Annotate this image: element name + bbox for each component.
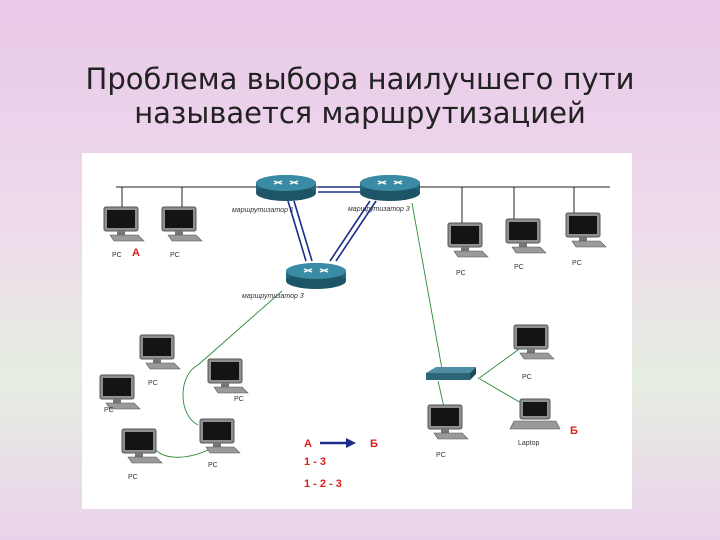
pc-bottom-right-1-label: PC bbox=[522, 374, 532, 381]
pc-top-right-1 bbox=[447, 222, 489, 258]
pc-ring-1-label: PC bbox=[148, 380, 158, 387]
pc-ring-3-label: PC bbox=[104, 407, 114, 414]
pc-top-left-2-label: PC bbox=[170, 252, 180, 259]
pc-a bbox=[103, 206, 145, 242]
pc-ring-4-label: PC bbox=[128, 474, 138, 481]
slide-title-line-2: называется маршрутизацией bbox=[134, 96, 586, 130]
pc-top-right-2 bbox=[505, 218, 547, 254]
laptop-label: Laptop bbox=[518, 440, 540, 447]
pc-top-right-3 bbox=[565, 212, 607, 248]
pc-top-right-2-label: PC bbox=[514, 264, 524, 271]
router-3-label: маршрутизатор 3 bbox=[242, 293, 304, 300]
laptop-b bbox=[509, 398, 561, 430]
switch bbox=[426, 367, 476, 380]
slide-title: Проблема выбора наилучшего пути называет… bbox=[60, 62, 660, 130]
network-links bbox=[151, 202, 529, 458]
pc-top-left-2 bbox=[161, 206, 203, 242]
router-2-label: маршрутизатор 3 bbox=[348, 206, 410, 213]
pc-ring-3 bbox=[99, 374, 141, 410]
pc-ring-2-label: PC bbox=[234, 396, 244, 403]
route-1: 1 - 3 bbox=[304, 456, 326, 468]
slide-title-line-1: Проблема выбора наилучшего пути bbox=[85, 62, 635, 96]
pc-bottom-right-1 bbox=[513, 324, 555, 360]
pc-bottom-right-2-label: PC bbox=[436, 452, 446, 459]
pc-bottom-right-2 bbox=[427, 404, 469, 440]
router-links bbox=[287, 186, 377, 262]
pc-ring-4 bbox=[121, 428, 163, 464]
network-diagram: маршрутизатор 1 маршрутизатор 3 маршрути… bbox=[82, 153, 632, 509]
pc-top-right-1-label: PC bbox=[456, 270, 466, 277]
legend-a: А bbox=[304, 438, 312, 450]
route-2: 1 - 2 - 3 bbox=[304, 478, 342, 490]
pc-ring-5-label: PC bbox=[208, 462, 218, 469]
point-a-label: A bbox=[132, 247, 140, 259]
router-1 bbox=[255, 174, 317, 202]
legend-b: Б bbox=[370, 438, 378, 450]
router-1-label: маршрутизатор 1 bbox=[232, 207, 294, 214]
pc-ring-5 bbox=[199, 418, 241, 454]
pc-ring-1 bbox=[139, 334, 181, 370]
pc-top-right-3-label: PC bbox=[572, 260, 582, 267]
network-diagram-canvas: маршрутизатор 1 маршрутизатор 3 маршрути… bbox=[99, 174, 610, 490]
pc-a-label: PC bbox=[112, 252, 122, 259]
pc-ring-2 bbox=[207, 358, 249, 394]
router-2 bbox=[359, 174, 421, 202]
point-b-label: Б bbox=[570, 425, 578, 437]
router-3 bbox=[285, 262, 347, 290]
